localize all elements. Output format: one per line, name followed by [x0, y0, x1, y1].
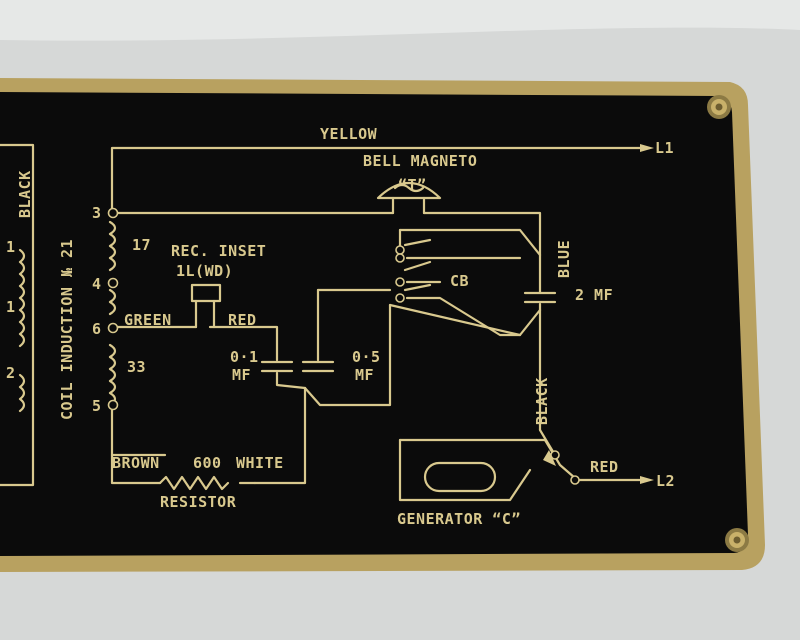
label-600: 600 — [193, 454, 222, 472]
label-terminal-6: 6 — [92, 320, 102, 338]
bell-magneto-symbol — [376, 182, 442, 215]
label-cap2-unit: MF — [355, 366, 374, 384]
terminal-5 — [107, 399, 119, 411]
wire-yellow-l1 — [110, 146, 642, 215]
label-blue: BLUE — [555, 240, 573, 278]
label-red-top: RED — [228, 311, 257, 329]
labels: YELLOW L1 BELL MAGNETO “T” REC. INSET 1L… — [6, 125, 675, 528]
wire-red-cap1 — [208, 325, 279, 362]
label-white: WHITE — [236, 454, 284, 472]
label-black-right: BLACK — [533, 377, 551, 425]
wire-bell-blue — [422, 211, 542, 234]
left-coil-box — [0, 143, 35, 487]
screw-top-right — [707, 95, 731, 119]
label-resistor: RESISTOR — [160, 493, 237, 511]
arrow-l2 — [640, 476, 654, 484]
label-rec-inset: REC. INSET — [171, 242, 266, 260]
label-left-1: 1 — [6, 238, 16, 256]
label-cap1-unit: MF — [232, 366, 251, 384]
label-cap1-value: 0·1 — [230, 348, 259, 366]
label-t: “T” — [398, 176, 427, 194]
label-black-left: BLACK — [16, 170, 34, 218]
terminal-cb-1 — [395, 245, 405, 255]
terminal-cb-4 — [395, 293, 405, 303]
cb-switch-symbol — [403, 238, 432, 292]
capacitor-2mf — [523, 291, 557, 304]
label-brown: BROWN — [112, 454, 160, 472]
wire-cb-return — [303, 303, 392, 407]
receiver-inset-symbol — [190, 283, 222, 329]
capacitor-0-1mf — [260, 360, 294, 373]
terminal-cb-3 — [395, 277, 405, 287]
wire-cb-contact — [405, 296, 522, 337]
label-terminal-17: 17 — [132, 236, 151, 254]
wires — [110, 146, 642, 502]
resistor-zigzag — [158, 475, 230, 491]
label-left-2: 2 — [6, 364, 16, 382]
housing-top-highlight — [0, 0, 800, 41]
wire-black-switch — [538, 428, 557, 457]
wire-generator-loop — [398, 438, 532, 502]
label-red-bottom: RED — [590, 458, 619, 476]
label-l1: L1 — [655, 139, 674, 157]
terminal-3 — [107, 207, 119, 219]
wire-cap2-link — [388, 303, 542, 337]
label-green: GREEN — [124, 311, 172, 329]
label-left-1b: 1 — [6, 298, 16, 316]
wire-cap1-down — [275, 371, 307, 390]
generator-symbol — [423, 461, 497, 493]
capacitor-0-5mf — [301, 360, 335, 373]
terminal-red — [570, 475, 580, 485]
label-terminal-4: 4 — [92, 275, 102, 293]
wire-to-resistor — [253, 386, 307, 485]
induction-coil — [108, 220, 117, 407]
terminal-4 — [107, 277, 119, 289]
wire-resistor-left — [110, 453, 162, 485]
label-bell-magneto: BELL MAGNETO — [363, 152, 477, 170]
terminal-cb-2 — [395, 253, 405, 263]
terminals — [107, 207, 580, 485]
label-l2: L2 — [656, 472, 675, 490]
label-generator: GENERATOR “C” — [397, 510, 521, 528]
label-terminal-3: 3 — [92, 204, 102, 222]
arrow-black — [543, 450, 556, 466]
screw-bottom-right — [725, 528, 749, 552]
label-terminal-5: 5 — [92, 397, 102, 415]
label-coil-induction: COIL INDUCTION № 21 — [58, 239, 76, 420]
plate-face — [0, 92, 748, 556]
terminal-6 — [107, 322, 119, 334]
label-inset-code: 1L(WD) — [176, 262, 233, 280]
wire-cb-top — [398, 228, 542, 257]
label-terminal-33: 33 — [127, 358, 146, 376]
label-cb: CB — [450, 272, 469, 290]
label-yellow: YELLOW — [320, 125, 378, 143]
arrow-l1 — [640, 144, 654, 152]
label-2mf: 2 MF — [575, 286, 613, 304]
terminal-switch — [550, 450, 560, 460]
label-cap2-value: 0·5 — [352, 348, 381, 366]
